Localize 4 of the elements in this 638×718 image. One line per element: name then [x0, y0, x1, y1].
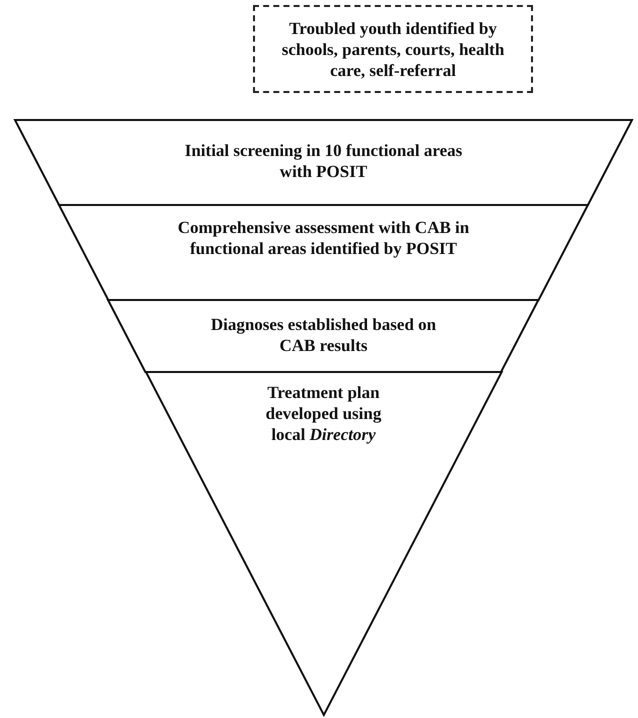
dashed-box: Troubled youth identified by schools, parents, courts, health care, self-referral — [253, 5, 533, 93]
funnel-band: Initial screening in 10 functional areas with POSIT — [15, 120, 632, 205]
funnel-band: Comprehensive assessment with CAB in functional areas identified by POSIT — [59, 205, 588, 300]
funnel-band: Diagnoses established based on CAB results — [108, 300, 539, 372]
